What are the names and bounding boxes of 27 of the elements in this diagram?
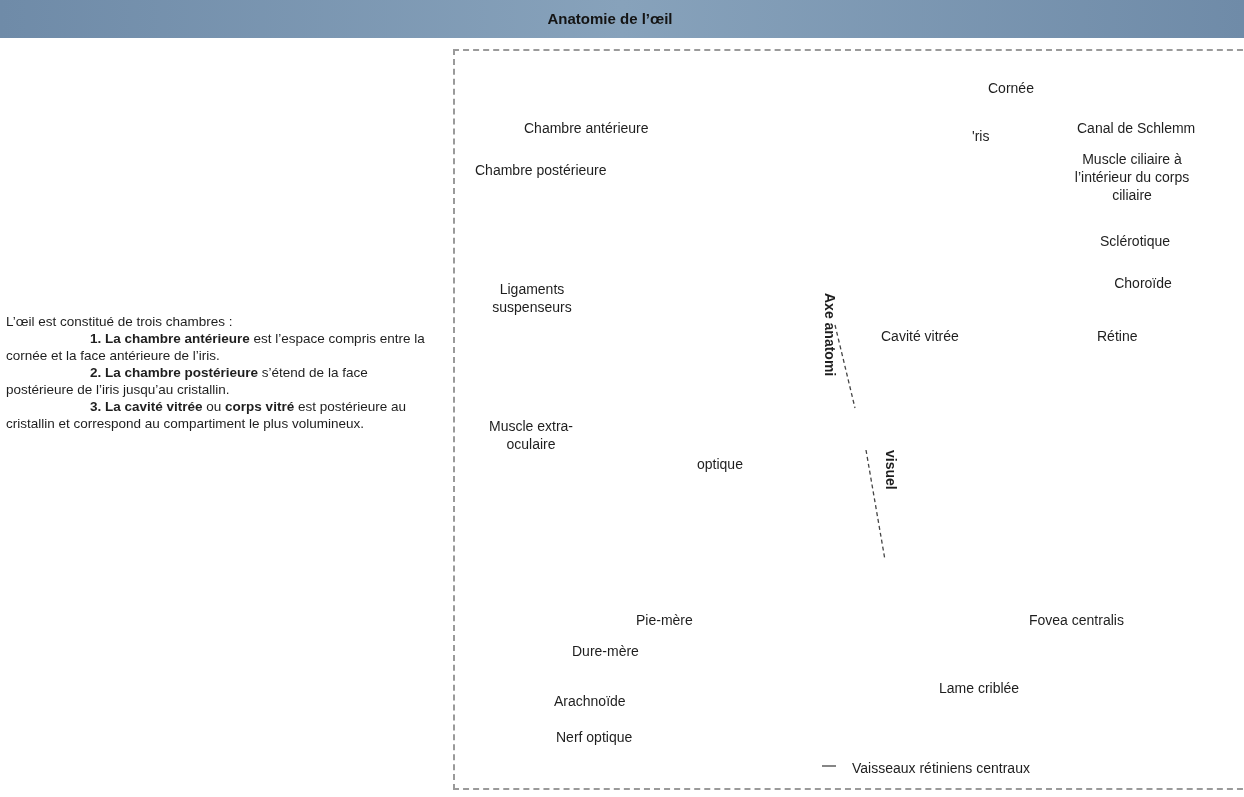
part-label: Axe anatomi (821, 293, 839, 377)
part-label: Cavité vitrée (881, 327, 959, 345)
part-label: visuel (882, 450, 900, 490)
description-paragraph: 1. La chambre antérieure est l’espace compris entre la cornée et la face antérieure de l’iris. (6, 330, 426, 364)
part-label: Chambre postérieure (475, 161, 607, 179)
part-label: 'ris (972, 127, 990, 145)
part-label: Arachnoïde (554, 692, 626, 710)
description-paragraph: 2. La chambre postérieure s’étend de la face postérieure de l’iris jusqu’au cristallin. (6, 364, 369, 398)
part-label: Chambre antérieure (524, 119, 649, 137)
part-label: Rétine (1097, 327, 1138, 345)
part-label: optique (697, 455, 743, 473)
part-label: Fovea centralis (1029, 611, 1124, 629)
part-label: Vaisseaux rétiniens centraux (852, 759, 1030, 777)
part-label: Ligaments suspenseurs (491, 280, 573, 316)
part-label: Nerf optique (556, 728, 633, 746)
part-label: Muscle extra-oculaire (488, 417, 574, 453)
part-label: Pie-mère (636, 611, 693, 629)
description-paragraph: 3. La cavité vitrée ou corps vitré est postérieure au cristallin et correspond au compartiment le plus volumineux. (6, 398, 407, 432)
part-label: Lame criblée (939, 679, 1020, 697)
part-label: Cornée (988, 79, 1034, 97)
part-label: Sclérotique (1098, 232, 1171, 250)
part-label: Choroïde (1113, 274, 1173, 292)
description-paragraph: L’œil est constitué de trois chambres : (6, 313, 234, 330)
part-label: Dure-mère (572, 642, 639, 660)
part-label: Muscle ciliaire à l’intérieur du corps ciliaire (1073, 150, 1191, 204)
title: Anatomie de l’œil (547, 8, 674, 29)
part-label: Canal de Schlemm (1077, 119, 1196, 137)
